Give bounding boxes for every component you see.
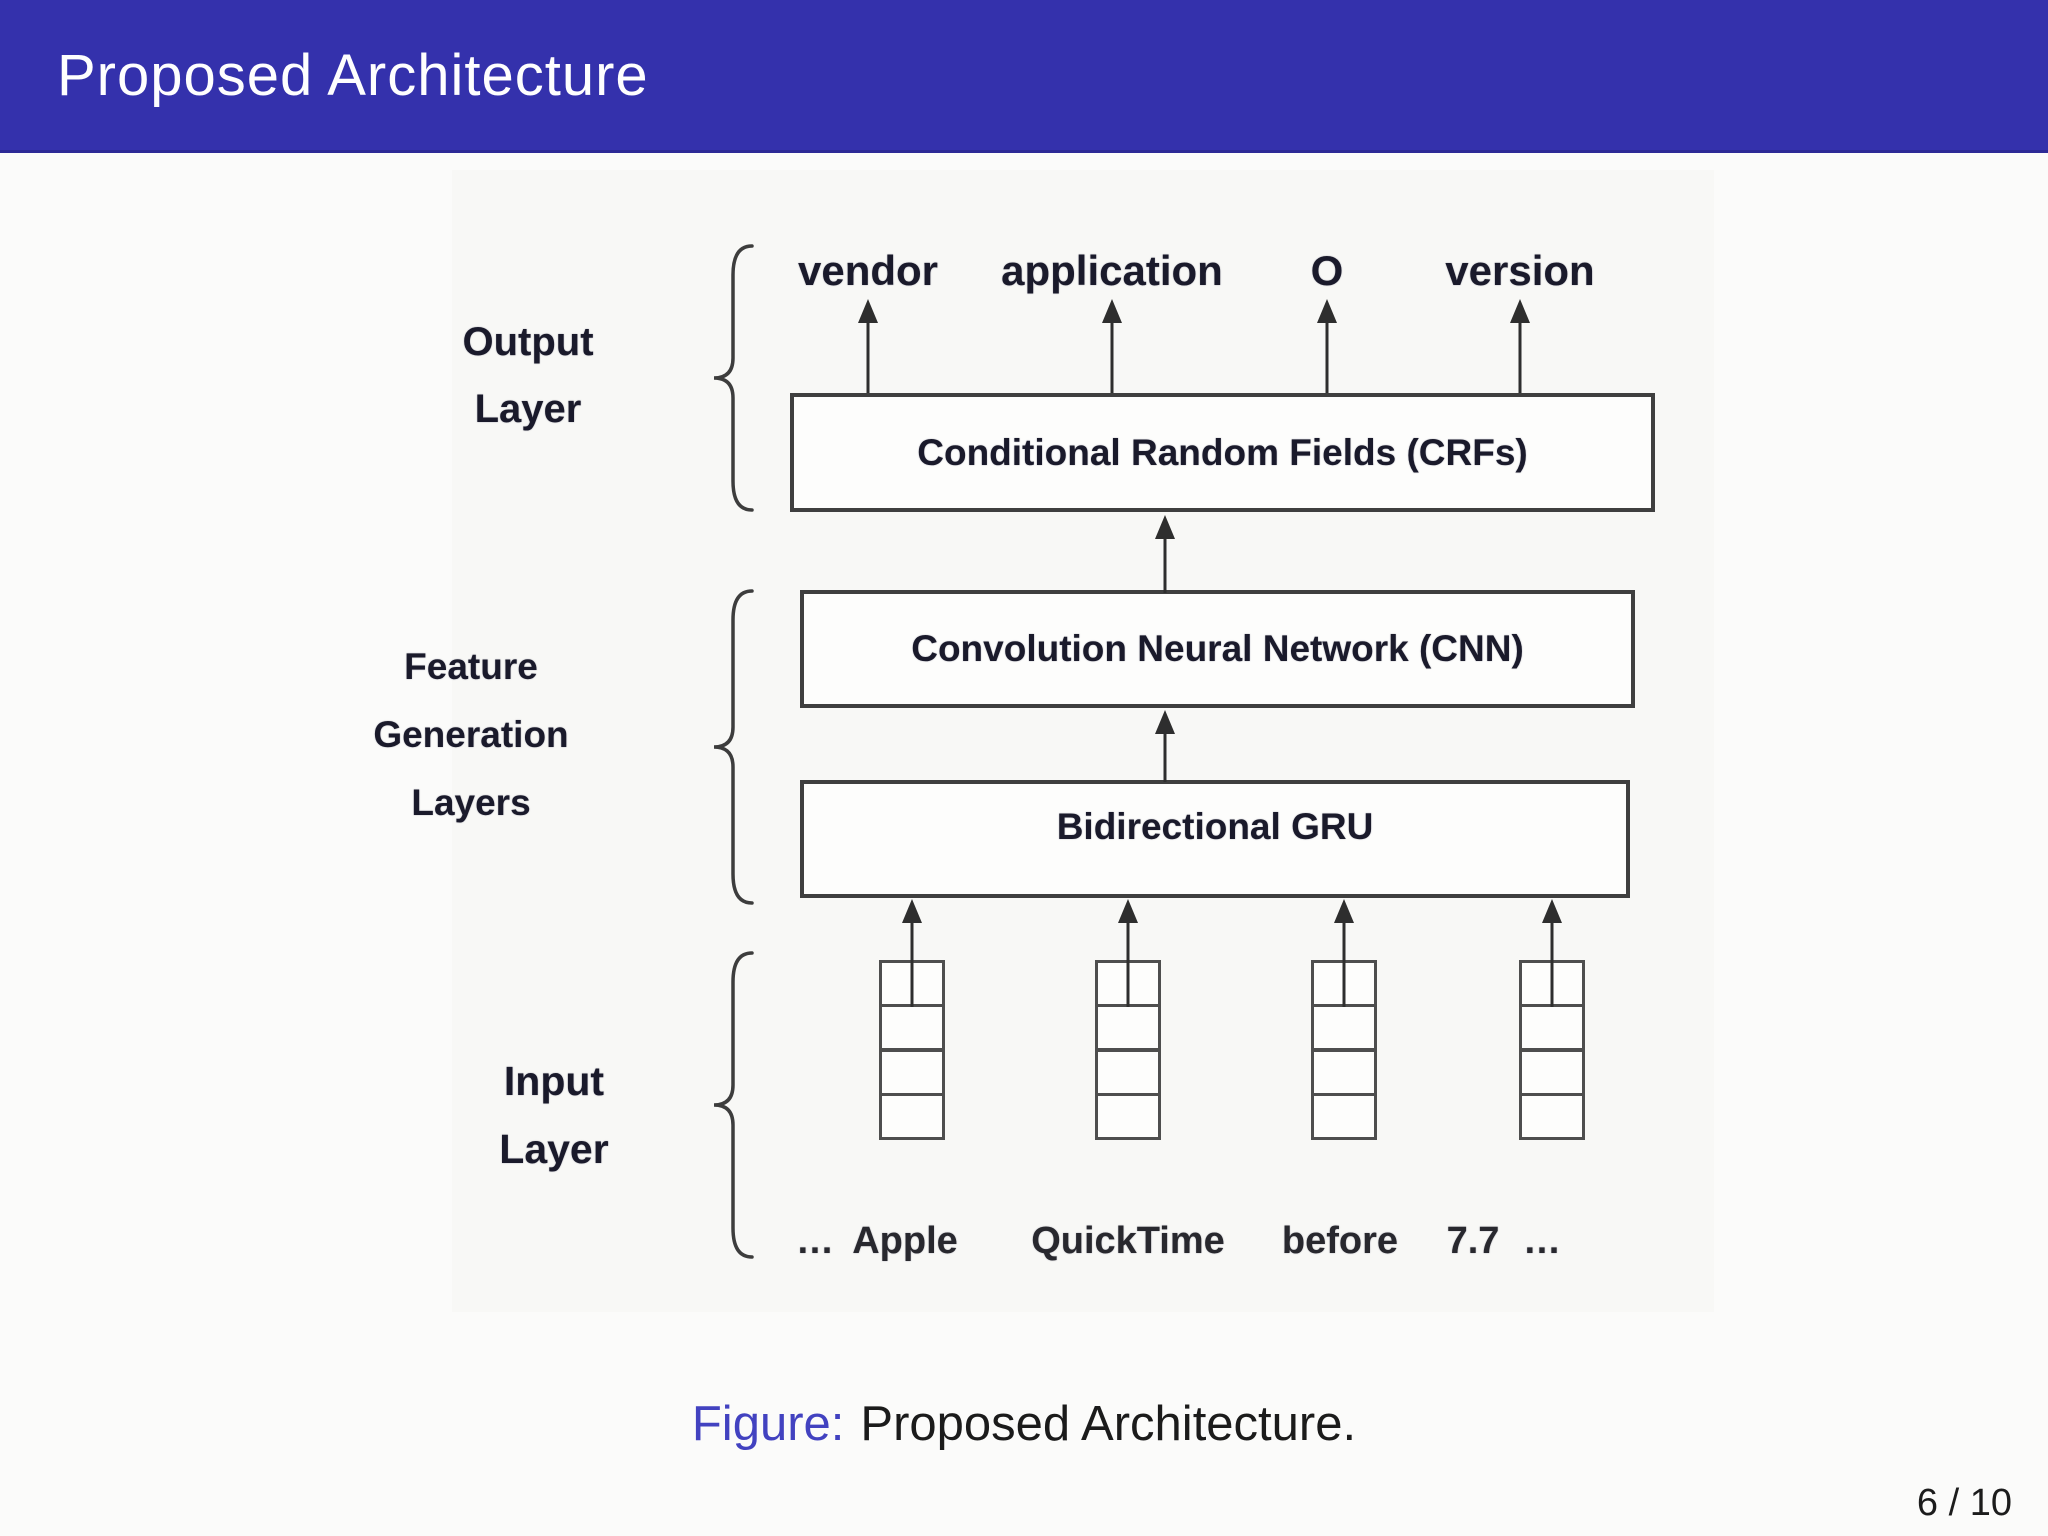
vector-cell [1314, 1093, 1374, 1137]
slide-header: Proposed Architecture [0, 0, 2048, 153]
feature-layers-brace [713, 589, 754, 905]
vector-cell [1522, 1004, 1582, 1048]
figure-image-background [452, 170, 1714, 1312]
label-line: Layer [499, 1126, 609, 1172]
arrow-crf-to-application [1101, 299, 1123, 394]
arrowhead-icon [1155, 515, 1175, 539]
arrow-tail [1163, 531, 1167, 593]
output-tag-version: version [1445, 247, 1595, 294]
arrow-tail [1518, 315, 1522, 394]
arrowhead-icon [1155, 710, 1175, 734]
cnn-box: Convolution Neural Network (CNN) [800, 590, 1635, 708]
arrow-vector4-to-gru [1541, 899, 1563, 1007]
label-line: Input [503, 1058, 605, 1104]
token-quicktime: QuickTime [1031, 1220, 1225, 1262]
arrow-crf-to-vendor [857, 299, 879, 394]
arrow-tail [1126, 915, 1130, 1007]
output-tag-vendor: vendor [797, 247, 939, 294]
token-apple: Apple [852, 1220, 958, 1262]
figure-caption: Figure: Proposed Architecture. [0, 1396, 2048, 1452]
vector-cell [882, 1093, 942, 1137]
arrowhead-icon [1317, 299, 1337, 323]
page-indicator: 6 / 10 [1916, 1482, 2012, 1524]
arrowhead-icon [1510, 299, 1530, 323]
arrowhead-icon [1542, 899, 1562, 923]
crf-box: Conditional Random Fields (CRFs) [790, 393, 1655, 512]
label-line: Feature [404, 646, 538, 687]
vector-cell [882, 1004, 942, 1048]
output-layer-brace [713, 244, 754, 512]
arrow-vector1-to-gru [901, 899, 923, 1007]
arrow-gru-to-cnn [1154, 710, 1176, 782]
vector-cell [1314, 1004, 1374, 1048]
arrow-crf-to-version [1509, 299, 1531, 394]
arrow-tail [1163, 726, 1167, 782]
arrowhead-icon [1102, 299, 1122, 323]
arrowhead-icon [1334, 899, 1354, 923]
arrow-tail [1110, 315, 1114, 394]
gru-box: Bidirectional GRU [800, 780, 1630, 898]
token-ellipsis-leading: … [796, 1220, 834, 1262]
output-tag-o: O [1310, 247, 1344, 294]
vector-cell [1314, 1048, 1374, 1093]
arrow-cnn-to-crf [1154, 515, 1176, 593]
arrowhead-icon [1118, 899, 1138, 923]
output-layer-label: Output Layer [378, 309, 678, 443]
caption-prefix: Figure: [691, 1397, 845, 1451]
input-layer-brace [713, 951, 754, 1259]
token-before: before [1281, 1220, 1399, 1262]
vector-cell [1098, 1093, 1158, 1137]
arrow-vector2-to-gru [1117, 899, 1139, 1007]
label-line: Generation [373, 714, 569, 755]
label-line: Output [462, 320, 594, 364]
output-tag-application: application [1001, 247, 1223, 294]
vector-cell [1522, 1093, 1582, 1137]
vector-cell [1098, 1048, 1158, 1093]
feature-generation-layers-label: Feature Generation Layers [321, 633, 621, 837]
page-title: Proposed Architecture [57, 42, 649, 108]
arrow-tail [1342, 915, 1346, 1007]
arrowhead-icon [902, 899, 922, 923]
arrow-vector3-to-gru [1333, 899, 1355, 1007]
vector-cell [882, 1048, 942, 1093]
arrowhead-icon [858, 299, 878, 323]
vector-cell [1098, 1004, 1158, 1048]
arrow-tail [910, 915, 914, 1007]
label-line: Layer [474, 387, 582, 431]
caption-text: Proposed Architecture. [860, 1397, 1357, 1451]
arrow-tail [866, 315, 870, 394]
label-line: Layers [411, 782, 531, 823]
input-layer-label: Input Layer [404, 1047, 704, 1183]
token-ellipsis-trailing: … [1523, 1220, 1561, 1262]
token-version-number: 7.7 [1446, 1220, 1500, 1262]
vector-cell [1522, 1048, 1582, 1093]
arrow-tail [1325, 315, 1329, 394]
arrow-tail [1550, 915, 1554, 1007]
arrow-crf-to-o [1316, 299, 1338, 394]
